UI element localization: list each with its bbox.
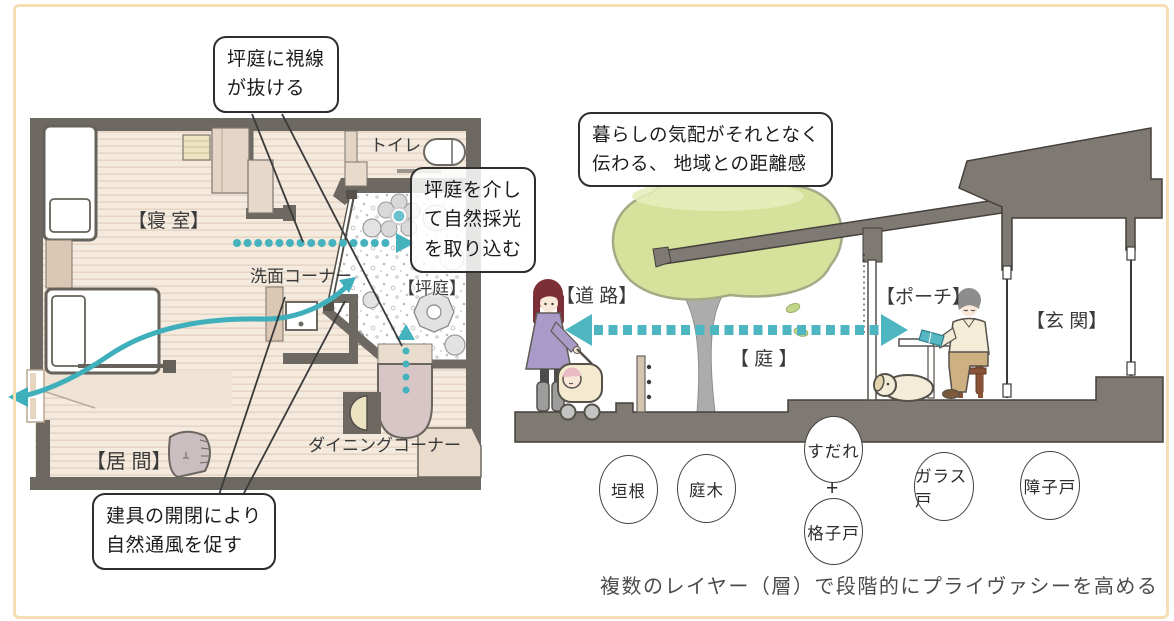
hallway-floor [43, 370, 232, 408]
callout-leader-lines [218, 113, 403, 496]
callout-sightline: 坪庭に視線 が抜ける [213, 36, 339, 113]
octagon-stone [413, 291, 455, 333]
dining-vent-dots [397, 324, 415, 394]
ventilation-arrow [8, 277, 356, 407]
hedge-fence [636, 355, 652, 413]
garden-label: 【 庭 】 [730, 349, 798, 370]
tree-trunk [679, 286, 727, 413]
entrance-label: 【玄 関】 [1026, 311, 1108, 332]
man-figure [932, 288, 990, 399]
distance-arrow [565, 314, 908, 346]
garden-tree [611, 173, 844, 337]
window-blind [182, 134, 211, 161]
book [918, 329, 945, 347]
callout-ambience: 暮らしの気配がそれとなく 伝わる、 地域との距離感 [578, 112, 834, 188]
bedroom-label: 【寝 室】 [128, 211, 210, 232]
road-label: 【道 路】 [556, 286, 638, 307]
ground-profile [514, 376, 1164, 443]
layer-circle-shoji-door: 障子戸 [1020, 451, 1080, 520]
distance-arrowhead-right [881, 314, 908, 346]
glass-door [1002, 265, 1012, 398]
bedroom-furniture [42, 124, 274, 375]
toilet-fixture [423, 138, 466, 166]
callout-ventilation: 建具の開閉により 自然通風を促す [92, 493, 276, 570]
living-armchair [168, 430, 211, 479]
toilet-label: トイレ [370, 136, 421, 155]
courtyard-glass-door [323, 190, 357, 311]
callout-daylight: 坪庭を介し て自然採光 を取り込む [410, 167, 536, 274]
wardrobe [211, 127, 250, 194]
layer-circle-hedge: 垣根 [599, 455, 658, 524]
layer-circle-glass-door: ガラス戸 [914, 452, 974, 521]
cross-section [514, 127, 1164, 443]
falling-leaf [785, 303, 801, 313]
living-label: 【居 間】 [86, 451, 172, 473]
dog-figure [873, 373, 934, 402]
dining-corner [343, 343, 482, 478]
woman-figure [525, 279, 581, 412]
courtyard-label: 【坪庭】 [398, 279, 466, 298]
washroom-label: 洗面コーナー [250, 267, 352, 286]
dining-label: ダイニングコーナー [308, 436, 461, 455]
layer-circle-lattice-door: 格子戸 [804, 498, 863, 565]
layer-circle-sudare: すだれ [804, 416, 863, 483]
diagram-caption: 複数のレイヤー（層）で段階的にプライヴァシーを高める [600, 576, 1159, 598]
layer-plus-sign: + [826, 477, 839, 500]
distance-arrowhead-left [565, 314, 592, 346]
stroller [557, 348, 603, 421]
layer-circle-garden-tree: 庭木 [677, 454, 736, 523]
bedside-cabinet [45, 239, 73, 289]
sightline-arrowhead [396, 233, 415, 253]
porch-label: 【ポーチ】 [876, 287, 972, 308]
shoji-door [1126, 246, 1136, 376]
